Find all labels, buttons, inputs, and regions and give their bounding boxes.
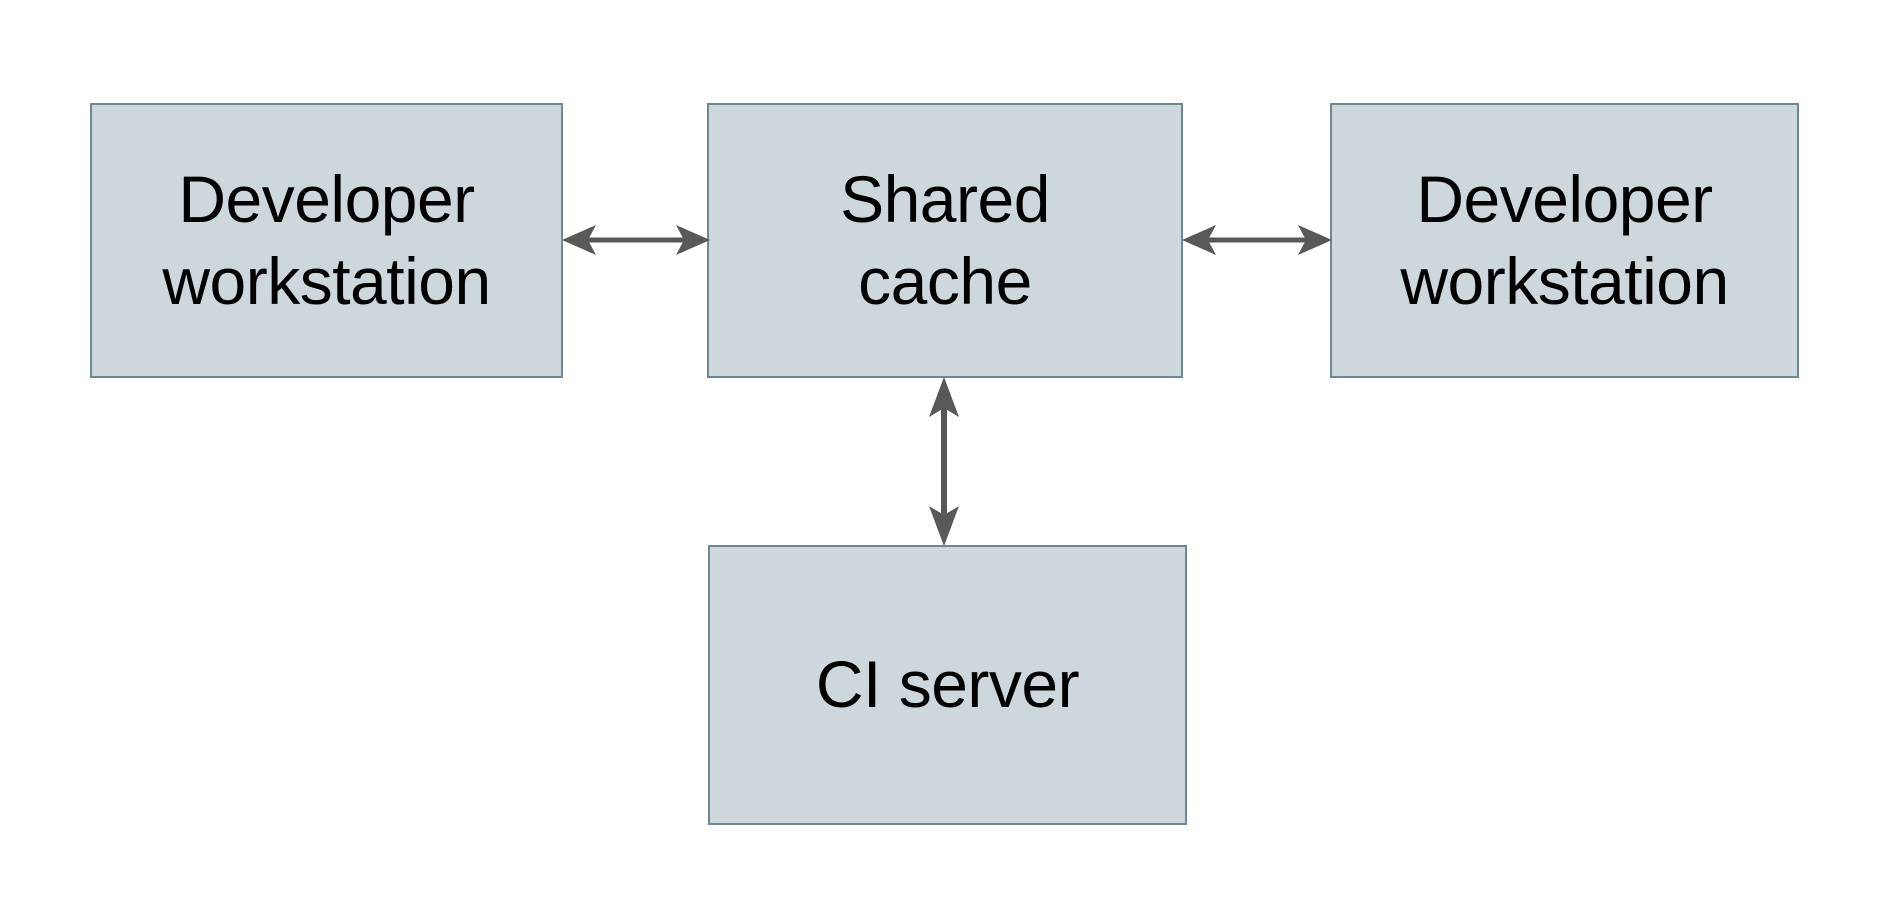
node-ci-server[interactable]: CI server [708, 545, 1187, 825]
node-developer-workstation-left[interactable]: Developer workstation [90, 103, 563, 378]
bidirectional-arrow-icon [562, 225, 710, 255]
node-developer-workstation-right[interactable]: Developer workstation [1330, 103, 1799, 378]
edge-dev-left-to-shared-cache [560, 212, 712, 268]
bidirectional-arrow-icon [929, 377, 959, 546]
edge-shared-cache-to-ci-server [916, 375, 972, 548]
bidirectional-arrow-icon [1182, 225, 1332, 255]
node-label: Developer workstation [162, 162, 491, 318]
node-label: Shared cache [840, 162, 1050, 318]
node-shared-cache[interactable]: Shared cache [707, 103, 1183, 378]
node-label: Developer workstation [1400, 162, 1729, 318]
node-label: CI server [815, 647, 1080, 722]
edge-shared-cache-to-dev-right [1180, 212, 1334, 268]
